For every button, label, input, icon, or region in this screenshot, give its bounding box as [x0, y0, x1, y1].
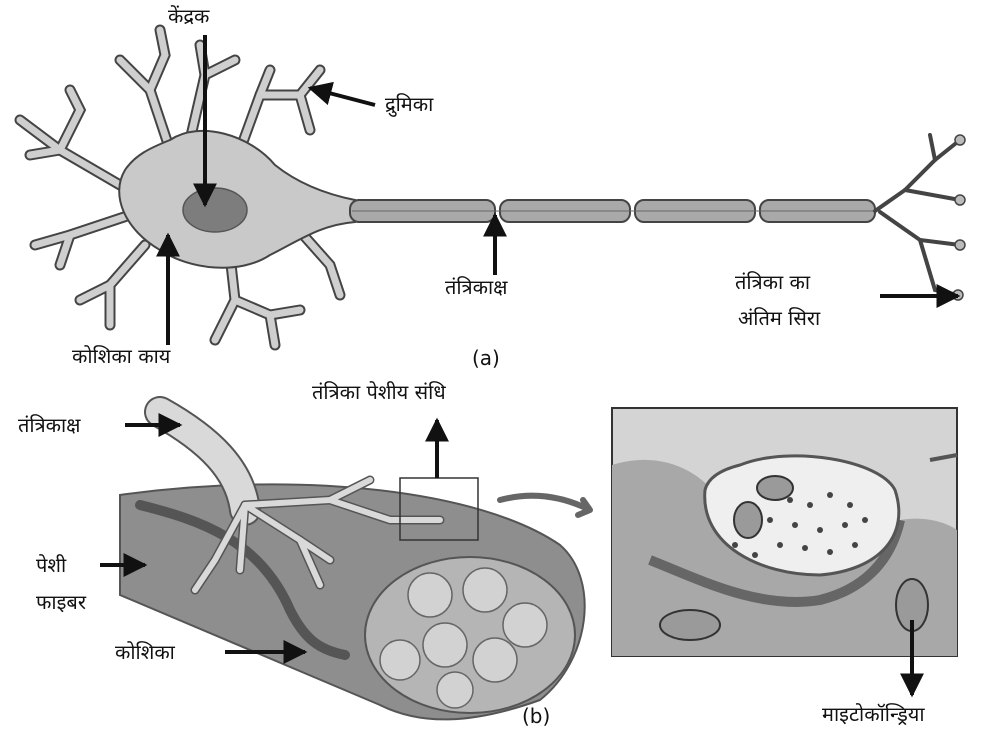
inset	[612, 408, 957, 656]
label-axon-b: तंत्रिकाक्ष	[18, 413, 81, 437]
nucleus	[183, 188, 247, 232]
label-nucleus: केंद्रक	[168, 4, 209, 28]
label-cell: कोशिका	[115, 640, 175, 664]
caption-b: (b)	[522, 704, 550, 728]
caption-a: (a)	[472, 346, 500, 370]
label-nerve-ending-2: अंतिम सिरा	[738, 306, 820, 330]
label-neuromuscular-junction: तंत्रिका पेशीय संधि	[312, 380, 446, 404]
axon	[350, 200, 875, 222]
label-cell-body: कोशिका काय	[72, 344, 170, 368]
label-axon: तंत्रिकाक्ष	[445, 275, 508, 299]
label-muscle-fiber-1: पेशी	[36, 553, 66, 577]
axon-terminals	[875, 135, 960, 295]
label-nerve-ending-1: तंत्रिका का	[735, 270, 810, 294]
label-mitochondria: माइटोकॉन्ड्रिया	[822, 702, 925, 726]
muscle-fiber	[120, 484, 585, 719]
zoom-arrow	[500, 496, 590, 515]
label-dendrite: द्रुमिका	[385, 92, 433, 116]
label-muscle-fiber-2: फाइबर	[36, 590, 86, 614]
